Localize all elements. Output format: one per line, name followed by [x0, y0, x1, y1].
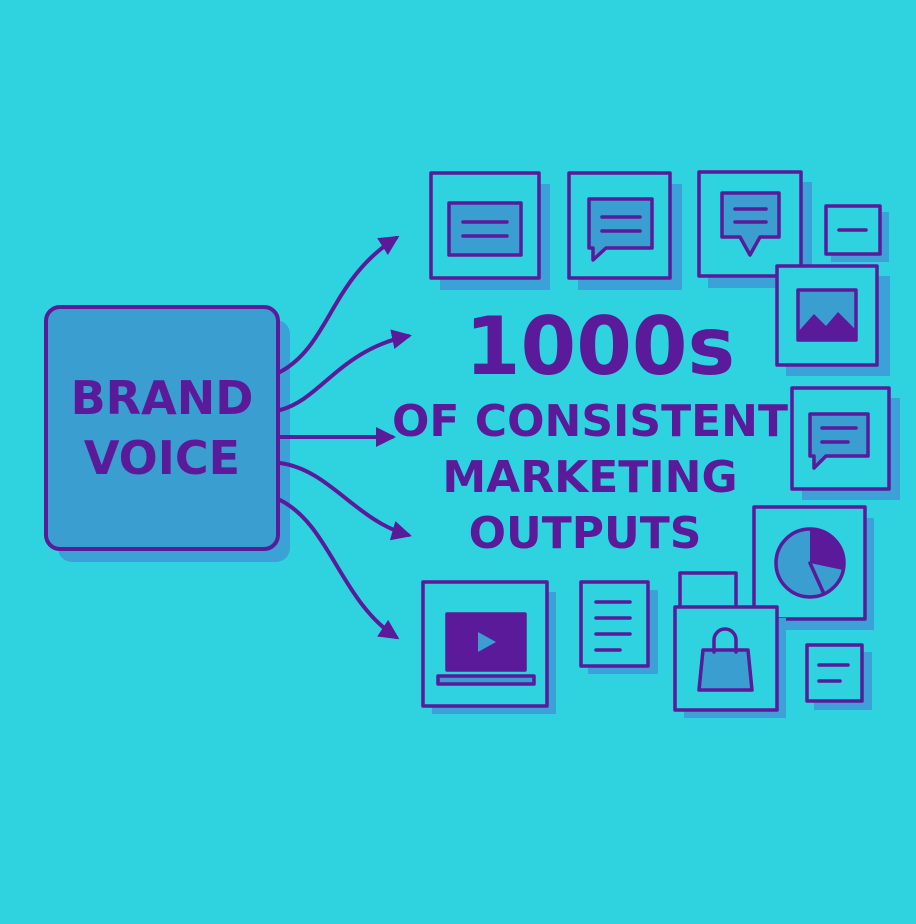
arrow-5 — [278, 498, 400, 640]
brand-voice-line2: VOICE — [84, 431, 240, 485]
image-card-icon — [775, 264, 890, 376]
video-laptop-icon — [421, 580, 556, 714]
message-card-icon — [790, 386, 900, 500]
headline-big: 1000s — [465, 300, 735, 393]
speech-bubble-icon — [697, 170, 812, 288]
arrow-1 — [278, 235, 400, 374]
pie-chart-icon — [752, 505, 874, 630]
text-card-icon — [429, 171, 550, 290]
arrow-2 — [278, 329, 412, 412]
headline-line2: MARKETING — [442, 452, 737, 503]
arrow-4 — [278, 461, 412, 541]
arrows — [278, 235, 412, 640]
shopping-bag-icon — [673, 605, 786, 718]
brand-voice-box: BRAND VOICE — [44, 305, 290, 562]
back-card-icon — [678, 571, 738, 611]
headline-line1: OF CONSISTENT — [392, 396, 788, 447]
small-note-icon — [824, 204, 889, 262]
headline-line3: OUTPUTS — [469, 508, 702, 559]
headline: 1000s OF CONSISTENT MARKETING OUTPUTS — [392, 300, 788, 559]
small-text-icon — [805, 643, 872, 710]
brand-voice-line1: BRAND — [71, 371, 254, 425]
document-icon — [579, 580, 658, 674]
chat-card-icon — [567, 171, 682, 290]
